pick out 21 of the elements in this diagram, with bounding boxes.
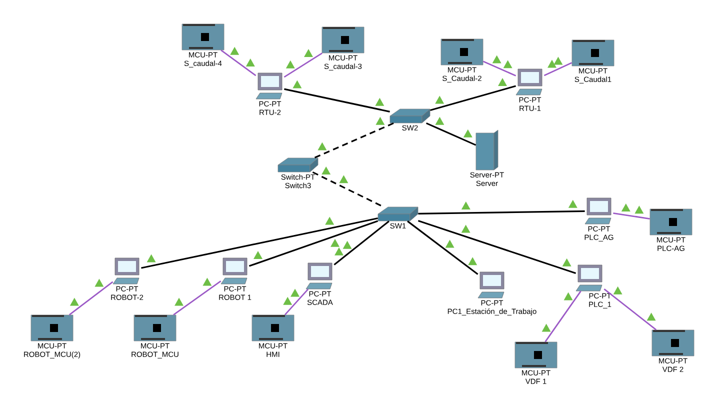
network-link (613, 212, 650, 220)
network-link (418, 210, 585, 214)
network-link (220, 50, 256, 76)
network-link (284, 88, 390, 112)
network-link (544, 290, 582, 342)
network-link (430, 85, 516, 112)
network-link (334, 220, 390, 266)
network-link (141, 217, 378, 269)
network-link (604, 288, 657, 330)
network-link (248, 220, 378, 267)
network-link (482, 60, 516, 76)
network-link (314, 122, 394, 159)
network-link (407, 220, 478, 275)
network-link (426, 122, 476, 146)
network-link (284, 288, 309, 316)
network-link (418, 220, 576, 274)
network-link (68, 281, 114, 316)
network-link (312, 171, 384, 208)
network-link (173, 280, 222, 316)
network-link (544, 62, 572, 76)
network-link (284, 52, 322, 78)
